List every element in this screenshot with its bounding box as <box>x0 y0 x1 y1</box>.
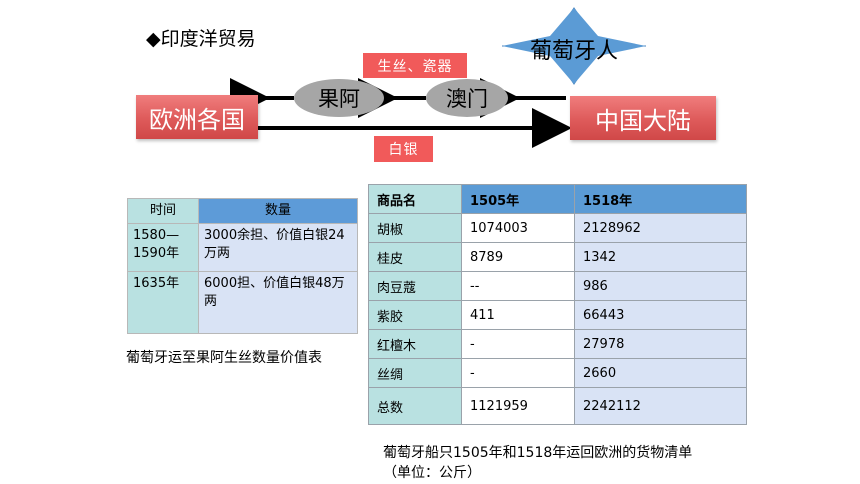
goods-table-caption: 葡萄牙船只1505年和1518年运回欧洲的货物清单 （单位：公斤） <box>383 443 763 483</box>
cell-1505: 1074003 <box>461 213 575 243</box>
silver-tag: 白银 <box>374 136 433 162</box>
silk-table-caption: 葡萄牙运至果阿生丝数量价值表 <box>126 350 322 366</box>
table-row: 胡椒 1074003 2128962 <box>368 213 747 243</box>
cell-1518: 986 <box>574 271 747 301</box>
portugal-star-fill <box>502 8 646 84</box>
cell-1505: 8789 <box>461 242 575 272</box>
cell-goods: 肉豆蔻 <box>368 271 462 301</box>
cell-quantity: 3000余担、价值白银24万两 <box>198 223 358 272</box>
goods-caption-line1: 葡萄牙船只1505年和1518年运回欧洲的货物清单 <box>383 445 693 461</box>
cell-1518: 1342 <box>574 242 747 272</box>
cell-1505: 411 <box>461 300 575 330</box>
goa-ellipse: 果阿 <box>294 79 384 117</box>
header-1518: 1518年 <box>574 184 747 214</box>
table-header-row: 商品名 1505年 1518年 <box>368 184 747 214</box>
europe-box: 欧洲各国 <box>136 95 258 139</box>
cell-goods: 桂皮 <box>368 242 462 272</box>
china-box: 中国大陆 <box>570 96 716 140</box>
silk-porcelain-tag: 生丝、瓷器 <box>363 53 467 78</box>
macau-ellipse: 澳门 <box>426 79 508 117</box>
goods-table: 商品名 1505年 1518年 胡椒 1074003 2128962 桂皮 87… <box>368 184 747 425</box>
header-quantity: 数量 <box>198 198 358 224</box>
table-header-row: 时间 数量 <box>127 198 358 224</box>
cell-1505: - <box>461 358 575 388</box>
header-1505: 1505年 <box>461 184 575 214</box>
cell-1518: 2128962 <box>574 213 747 243</box>
cell-goods: 红檀木 <box>368 329 462 359</box>
trade-diagram: 葡萄牙人 生丝、瓷器 欧洲各国 果阿 澳门 中国大陆 白银 <box>0 0 860 180</box>
table-row: 丝绸 - 2660 <box>368 358 747 388</box>
table-row: 1580— 1590年 3000余担、价值白银24万两 <box>127 223 358 272</box>
portugal-label: 葡萄牙人 <box>529 39 618 64</box>
table-row: 紫胶 411 66443 <box>368 300 747 330</box>
table-row: 1635年 6000担、价值白银48万两 <box>127 271 358 334</box>
cell-goods: 丝绸 <box>368 358 462 388</box>
table-row: 肉豆蔻 -- 986 <box>368 271 747 301</box>
cell-1505: 1121959 <box>461 387 575 425</box>
table-row: 桂皮 8789 1342 <box>368 242 747 272</box>
table-row: 总数 1121959 2242112 <box>368 387 747 425</box>
cell-goods: 胡椒 <box>368 213 462 243</box>
page-title: ◆印度洋贸易 <box>146 28 256 50</box>
cell-goods: 紫胶 <box>368 300 462 330</box>
cell-1518: 66443 <box>574 300 747 330</box>
cell-time: 1580— 1590年 <box>127 223 199 272</box>
cell-goods: 总数 <box>368 387 462 425</box>
diagram-lines <box>230 7 646 148</box>
goods-caption-line2: （单位：公斤） <box>383 465 481 481</box>
cell-1505: - <box>461 329 575 359</box>
silk-quantity-table: 时间 数量 1580— 1590年 3000余担、价值白银24万两 1635年 … <box>127 198 358 334</box>
header-time: 时间 <box>127 198 199 224</box>
header-goods: 商品名 <box>368 184 462 214</box>
cell-1518: 2660 <box>574 358 747 388</box>
cell-1505: -- <box>461 271 575 301</box>
cell-quantity: 6000担、价值白银48万两 <box>198 271 358 334</box>
table-row: 红檀木 - 27978 <box>368 329 747 359</box>
cell-time: 1635年 <box>127 271 199 334</box>
cell-1518: 27978 <box>574 329 747 359</box>
cell-1518: 2242112 <box>574 387 747 425</box>
